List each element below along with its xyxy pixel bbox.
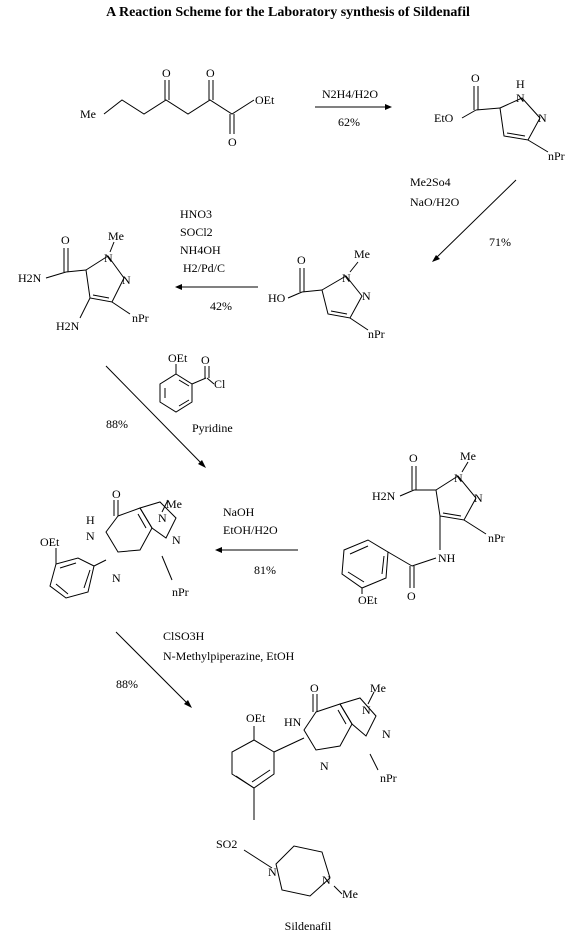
yield-step-4: 88% xyxy=(106,417,128,431)
reagent-chlorosulfonic-acid: ClSO3H xyxy=(163,629,205,643)
atom-o: O xyxy=(61,233,70,247)
atom-n: N xyxy=(342,271,351,285)
atom-n: N xyxy=(112,571,121,585)
atom-o: O xyxy=(471,71,480,85)
compound-pyrazole-ester: O EtO H N N nPr xyxy=(434,71,565,163)
atom-h: H xyxy=(86,513,95,527)
atom-oet: OEt xyxy=(40,535,60,549)
atom-n: N xyxy=(158,511,167,525)
compound-benzamido-pyrazole: O H2N N Me N nPr NH O OEt xyxy=(341,449,505,607)
atom-npr: nPr xyxy=(132,311,149,325)
atom-n: N xyxy=(86,529,95,543)
reagent-ammonium-hydroxide: NH4OH xyxy=(180,243,221,257)
atom-oet: OEt xyxy=(358,593,378,607)
yield-step-6: 88% xyxy=(116,677,138,691)
atom-o: O xyxy=(407,589,416,603)
atom-oet: OEt xyxy=(168,351,188,365)
atom-n: N xyxy=(362,289,371,303)
reagent-base: NaO/H2O xyxy=(410,195,460,209)
atom-hn: HN xyxy=(284,715,302,729)
reagent-ethanol-water: EtOH/H2O xyxy=(223,523,278,537)
atom-me: Me xyxy=(354,247,370,261)
reagent-thionyl-chloride: SOCl2 xyxy=(180,225,213,239)
scheme-title: A Reaction Scheme for the Laboratory syn… xyxy=(106,5,470,20)
compound-aminopyrazole-amide: O H2N N Me N nPr H2N xyxy=(18,229,149,333)
atom-npr: nPr xyxy=(548,149,565,163)
reagent-nitric-acid: HNO3 xyxy=(180,207,212,221)
atom-n: N xyxy=(516,91,525,105)
reagent-naoh: NaOH xyxy=(223,505,255,519)
atom-oet: OEt xyxy=(255,93,275,107)
compound-pyrazolopyrimidinone: O H N N N Me N nPr OEt xyxy=(40,487,189,599)
atom-me: Me xyxy=(342,887,358,901)
atom-npr: nPr xyxy=(380,771,397,785)
step-6: ClSO3H N-Methylpiperazine, EtOH 88% xyxy=(115,629,295,708)
atom-nh: NH xyxy=(438,551,456,565)
reagent-hydrazine: N2H4/H2O xyxy=(322,87,378,101)
atom-eto: EtO xyxy=(434,111,454,125)
atom-so2: SO2 xyxy=(216,837,237,851)
reagent-hydrogenation: H2/Pd/C xyxy=(183,261,225,275)
solvent-pyridine: Pyridine xyxy=(192,421,233,435)
atom-me: Me xyxy=(108,229,124,243)
atom-o: O xyxy=(201,353,210,367)
atom-n: N xyxy=(104,251,113,265)
atom-o: O xyxy=(112,487,121,501)
atom-n: N xyxy=(474,491,483,505)
step-5: NaOH EtOH/H2O 81% xyxy=(215,505,298,577)
compound-diketoester: Me O O O OEt xyxy=(80,66,275,149)
atom-n: N xyxy=(382,727,391,741)
atom-o: O xyxy=(206,66,215,80)
atom-n: N xyxy=(320,759,329,773)
atom-h: H xyxy=(516,77,525,91)
step-1: N2H4/H2O 62% xyxy=(315,87,392,129)
atom-npr: nPr xyxy=(368,327,385,341)
atom-me: Me xyxy=(370,681,386,695)
atom-o: O xyxy=(409,451,418,465)
atom-n: N xyxy=(172,533,181,547)
atom-n: N xyxy=(454,471,463,485)
atom-n: N xyxy=(268,865,277,879)
step-2: Me2So4 NaO/H2O 71% xyxy=(410,175,517,262)
step-4: 88% Pyridine xyxy=(105,365,233,468)
yield-step-3: 42% xyxy=(210,299,232,313)
compound-pyrazole-acid: O HO N Me N nPr xyxy=(268,247,385,341)
atom-h2n: H2N xyxy=(372,489,396,503)
compound-sildenafil: O HN N N Me N nPr OEt SO2 N N Me xyxy=(216,681,397,901)
reagent-dimethylsulfate: Me2So4 xyxy=(410,175,451,189)
atom-ho: HO xyxy=(268,291,286,305)
atom-n: N xyxy=(122,273,131,287)
atom-me: Me xyxy=(460,449,476,463)
atom-me: Me xyxy=(166,497,182,511)
atom-cl: Cl xyxy=(214,377,226,391)
product-name: Sildenafil xyxy=(285,919,332,933)
atom-o: O xyxy=(310,681,319,695)
step-3: HNO3 SOCl2 NH4OH H2/Pd/C 42% xyxy=(175,207,258,313)
atom-h2n: H2N xyxy=(56,319,80,333)
atom-o: O xyxy=(297,253,306,267)
atom-h2n: H2N xyxy=(18,271,42,285)
reagent-methylpiperazine: N-Methylpiperazine, EtOH xyxy=(163,649,295,663)
yield-step-5: 81% xyxy=(254,563,276,577)
atom-oet: OEt xyxy=(246,711,266,725)
atom-n: N xyxy=(362,703,371,717)
atom-npr: nPr xyxy=(172,585,189,599)
atom-me: Me xyxy=(80,107,96,121)
atom-npr: nPr xyxy=(488,531,505,545)
atom-n: N xyxy=(538,111,547,125)
reagent-ethoxybenzoyl-chloride: OEt O Cl xyxy=(159,351,226,413)
yield-step-2: 71% xyxy=(489,235,511,249)
atom-o: O xyxy=(228,135,237,149)
atom-n: N xyxy=(322,873,331,887)
yield-step-1: 62% xyxy=(338,115,360,129)
atom-o: O xyxy=(162,66,171,80)
